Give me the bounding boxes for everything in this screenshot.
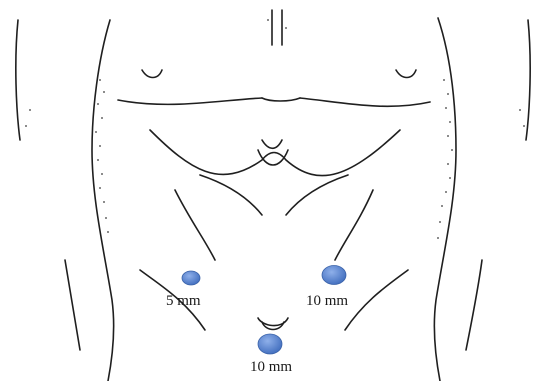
port-5mm-marker <box>182 271 200 285</box>
port-10mm-umbilical-marker <box>258 334 282 354</box>
port-label-10mm-umbilical: 10 mm <box>250 360 292 375</box>
port-label-5mm: 5 mm <box>166 294 201 309</box>
torso-outline <box>16 10 530 381</box>
port-label-10mm-right: 10 mm <box>306 294 348 309</box>
port-markers <box>182 266 346 355</box>
port-10mm-right-marker <box>322 266 346 285</box>
stipple-shading <box>25 19 525 239</box>
